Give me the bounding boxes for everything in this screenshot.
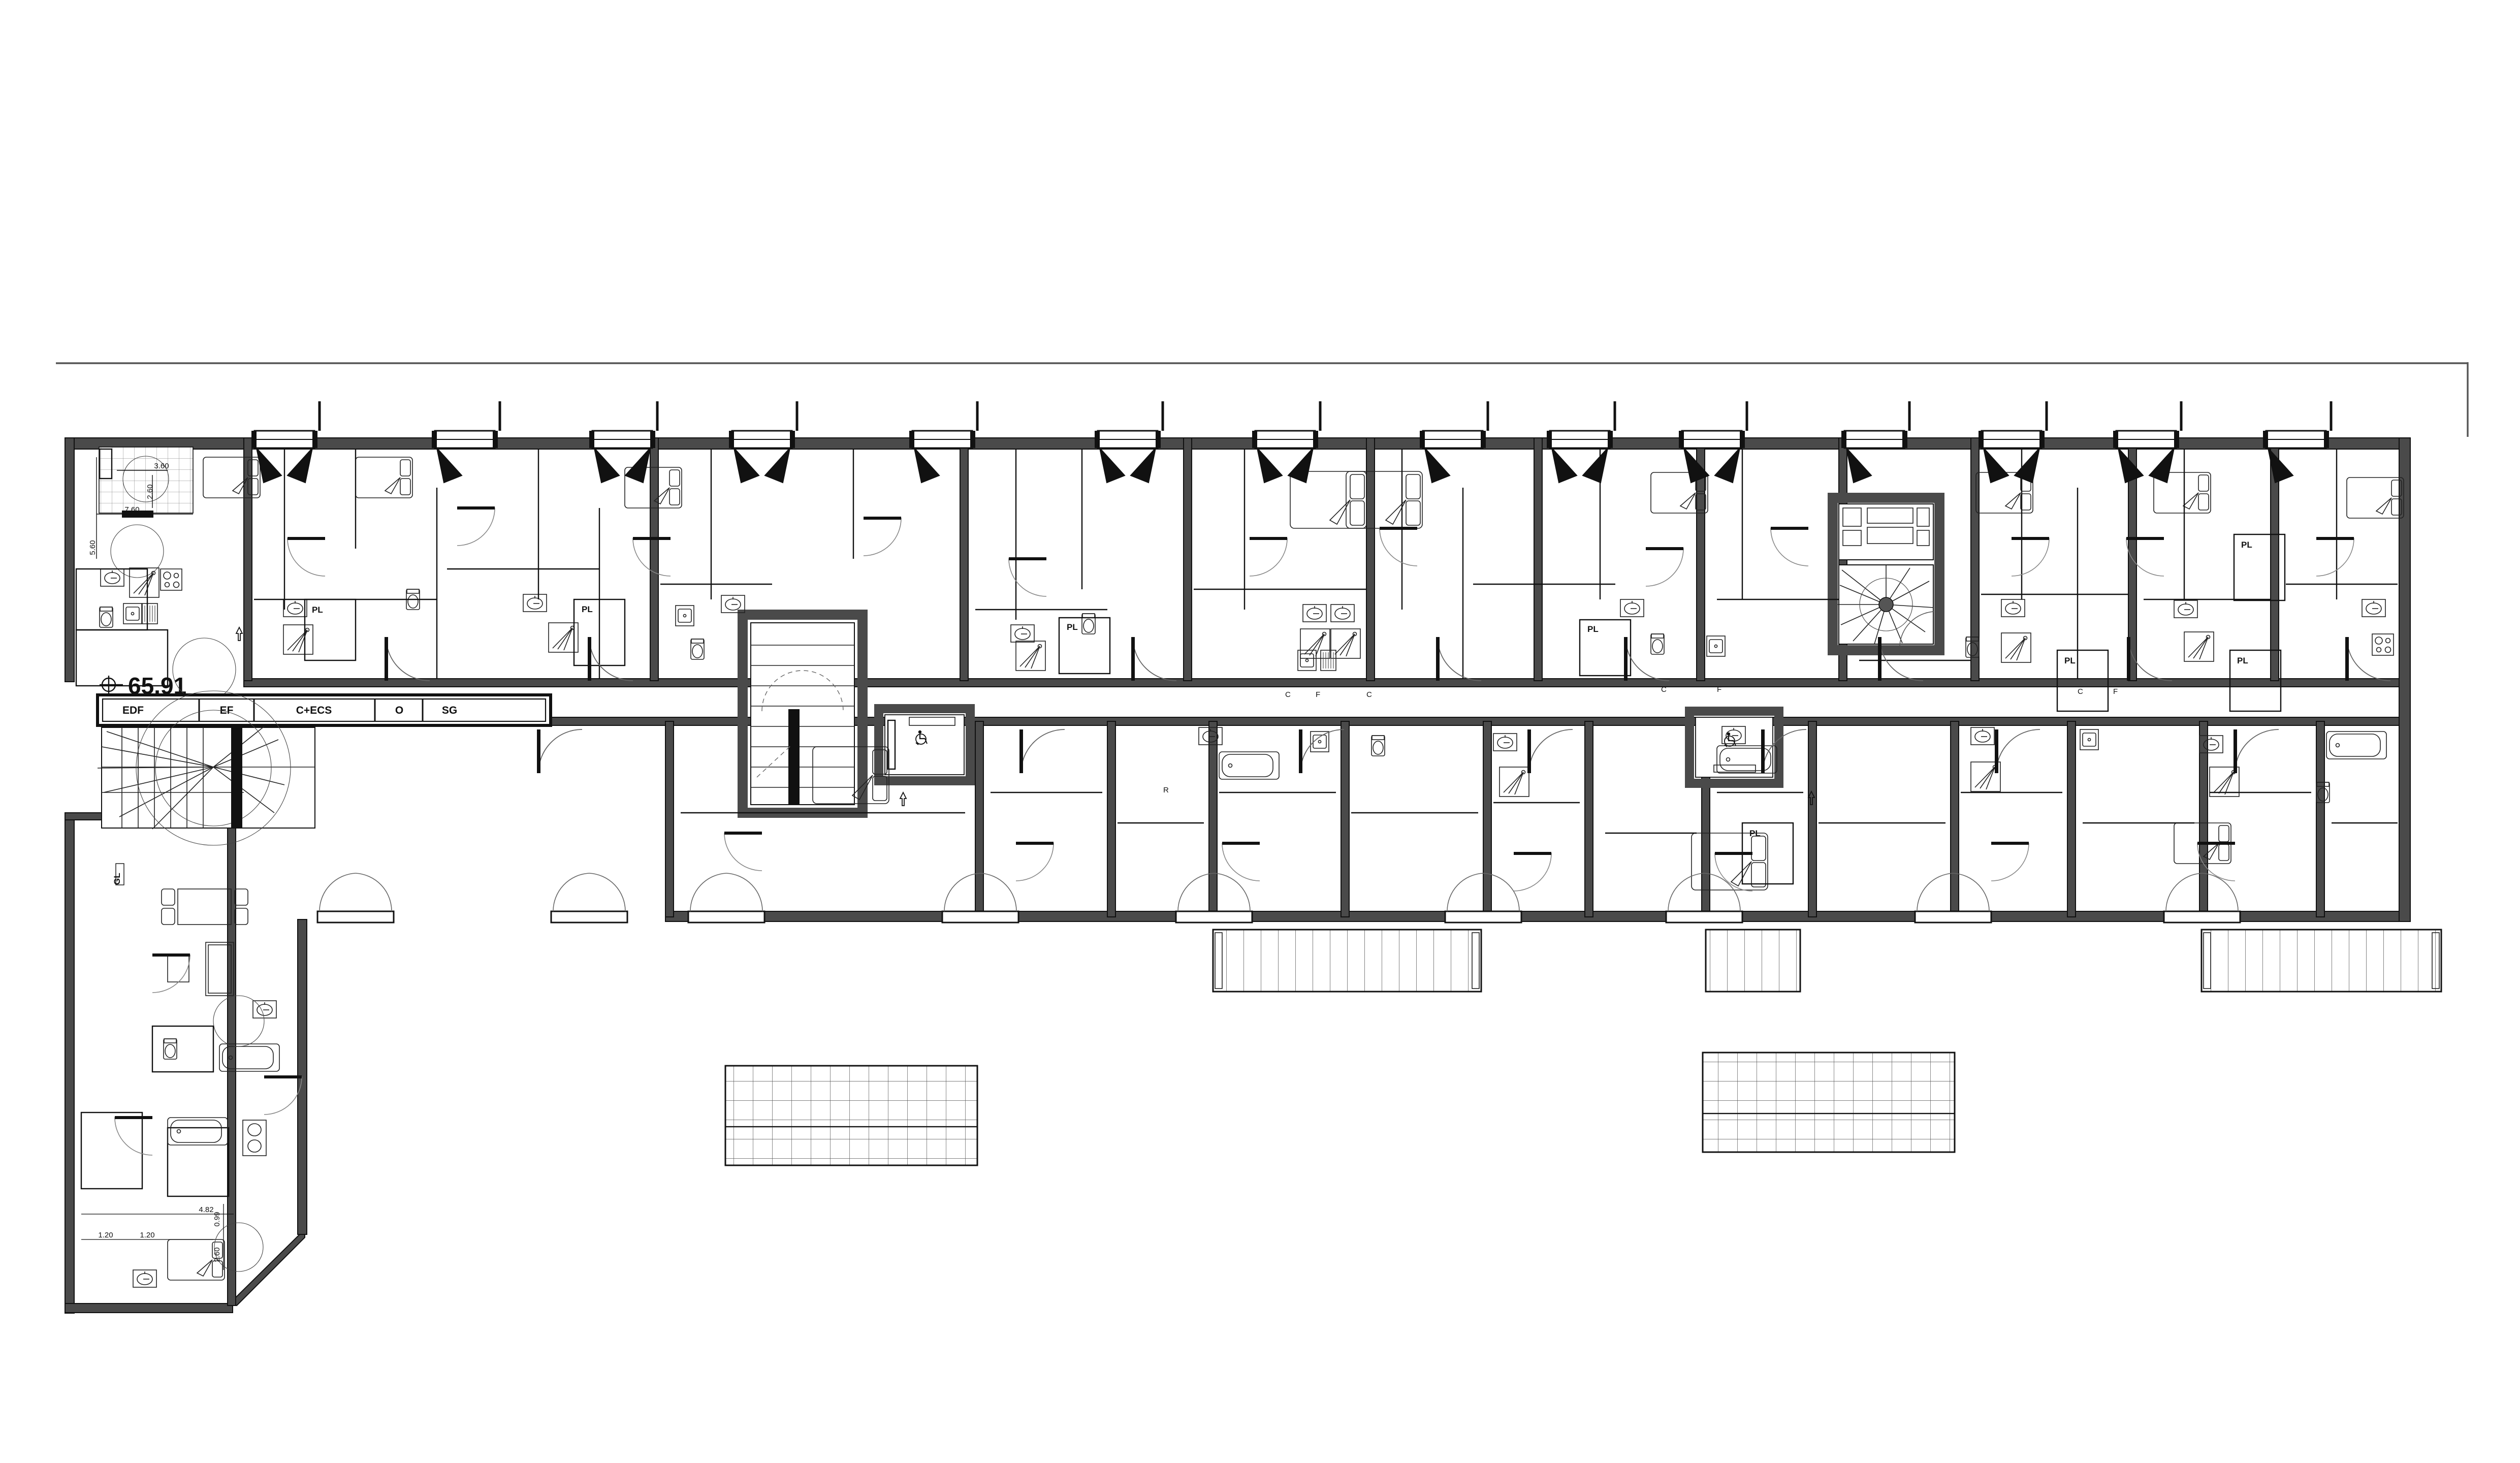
tiled-floor-area — [99, 447, 194, 514]
closets: PL PL PL PL PL PL PL PL — [304, 533, 2286, 885]
meter-label-ef: EF — [220, 705, 234, 716]
stair-winder-west — [97, 690, 315, 846]
dimension-lines — [96, 457, 193, 559]
south-facade-windows — [316, 873, 2241, 924]
stair-straight-center — [751, 645, 854, 788]
dim-text: 5.60 — [88, 540, 97, 555]
appliance-label-c: C — [1661, 685, 1667, 694]
appliance-label-c: C — [2078, 687, 2083, 696]
svg-text:GL: GL — [112, 873, 122, 885]
appliance-labels: C F C F C R C F — [1163, 685, 2118, 794]
balconies — [724, 929, 2442, 1166]
spiral-treads — [1838, 565, 1934, 645]
dim-text: 4.82 — [199, 1205, 213, 1214]
appliance-label-c: C — [1366, 690, 1372, 699]
dimension-lines-sw — [81, 1204, 234, 1270]
closet-label: PL — [2064, 656, 2076, 665]
west-block-apartments: 65.91 EDF EF C+ECS O SG — [75, 447, 552, 1288]
core-center — [738, 610, 975, 818]
elevator-center — [874, 704, 975, 785]
dim-text: 1.20 — [140, 1231, 154, 1239]
meter-label-sg: SG — [442, 705, 457, 716]
closet-label: PL — [582, 605, 593, 614]
appliance-label-f: F — [1717, 685, 1721, 694]
meter-label-cecs: C+ECS — [296, 705, 332, 716]
appliance-label-r: R — [1163, 786, 1169, 794]
street-alignment-line — [56, 362, 2469, 437]
closet-label: PL — [1749, 829, 1761, 838]
meter-label-edf: EDF — [122, 705, 144, 716]
facade-windows — [251, 401, 2333, 449]
balcony-deck-grid — [724, 1052, 1956, 1166]
closet-label: PL — [1587, 624, 1599, 634]
dim-text: 2.60 — [146, 484, 154, 499]
dim-text: 0.99 — [213, 1212, 221, 1226]
west-wing-lower-apt — [80, 1111, 230, 1197]
meter-label-o: O — [395, 705, 403, 716]
elevator-east — [1685, 707, 1783, 788]
closet-label: PL — [312, 605, 323, 615]
interior-partitions — [254, 449, 2398, 834]
meter-cabinet: EDF EF C+ECS O SG — [96, 693, 552, 727]
stair-spiral-east — [1828, 493, 1944, 655]
dimension-texts: 3.60 2.60 7.60 5.60 4.82 0.99 2.60 1.20 … — [88, 462, 221, 1262]
balcony-deck-slats — [1212, 929, 2442, 993]
appliance-label-c: C — [1285, 690, 1291, 699]
closet-label: PL — [2241, 540, 2252, 550]
west-wing-bathroom — [151, 995, 280, 1073]
west-wing-lower-fixtures — [133, 1117, 267, 1288]
closet-label: PL — [2237, 656, 2248, 665]
dim-text: 2.60 — [213, 1247, 221, 1262]
appliance-label-f: F — [1316, 690, 1320, 699]
riser-label-gl: GL — [112, 863, 124, 885]
dim-text: 7.60 — [124, 505, 139, 514]
closet-label: PL — [1067, 622, 1078, 632]
door-swings — [114, 446, 2391, 1156]
dim-text: 3.60 — [154, 462, 169, 470]
dim-text: 1.20 — [98, 1231, 113, 1239]
appliance-label-f: F — [2113, 687, 2118, 696]
